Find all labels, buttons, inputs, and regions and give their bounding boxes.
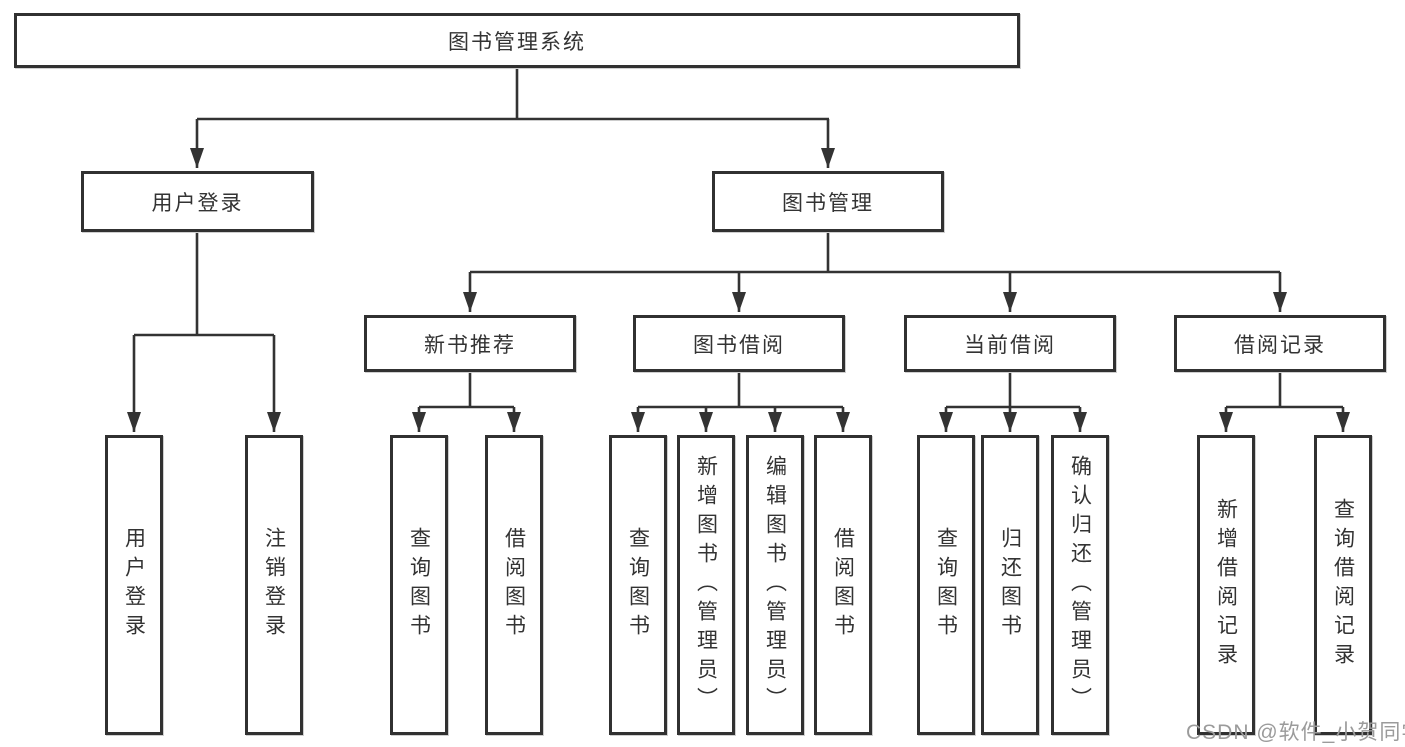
node-leaf-edit-book-admin: 编辑图书（管理员） — [746, 435, 804, 735]
node-current-borrowing: 当前借阅 — [904, 315, 1116, 372]
node-leaf-add-book-admin: 新增图书（管理员） — [677, 435, 735, 735]
node-leaf-return-book: 归还图书 — [981, 435, 1039, 735]
node-leaf-user-login: 用户登录 — [105, 435, 163, 735]
node-leaf-confirm-return-admin: 确认归还（管理员） — [1051, 435, 1109, 735]
node-leaf-query-book-2: 查询图书 — [609, 435, 667, 735]
node-book-borrowing: 图书借阅 — [633, 315, 845, 372]
node-book-management: 图书管理 — [712, 171, 944, 232]
node-new-book-recommend: 新书推荐 — [364, 315, 576, 372]
node-leaf-add-borrow-record: 新增借阅记录 — [1197, 435, 1255, 735]
node-user-login: 用户登录 — [81, 171, 314, 232]
node-leaf-query-book-3: 查询图书 — [917, 435, 975, 735]
node-leaf-query-borrow-record: 查询借阅记录 — [1314, 435, 1372, 735]
node-leaf-query-book-1: 查询图书 — [390, 435, 448, 735]
node-leaf-borrow-book-2: 借阅图书 — [814, 435, 872, 735]
node-root: 图书管理系统 — [14, 13, 1020, 68]
node-leaf-logout: 注销登录 — [245, 435, 303, 735]
node-borrow-records: 借阅记录 — [1174, 315, 1386, 372]
watermark-text: CSDN @软件_小贺同学 — [1186, 721, 1405, 744]
node-leaf-borrow-book-1: 借阅图书 — [485, 435, 543, 735]
